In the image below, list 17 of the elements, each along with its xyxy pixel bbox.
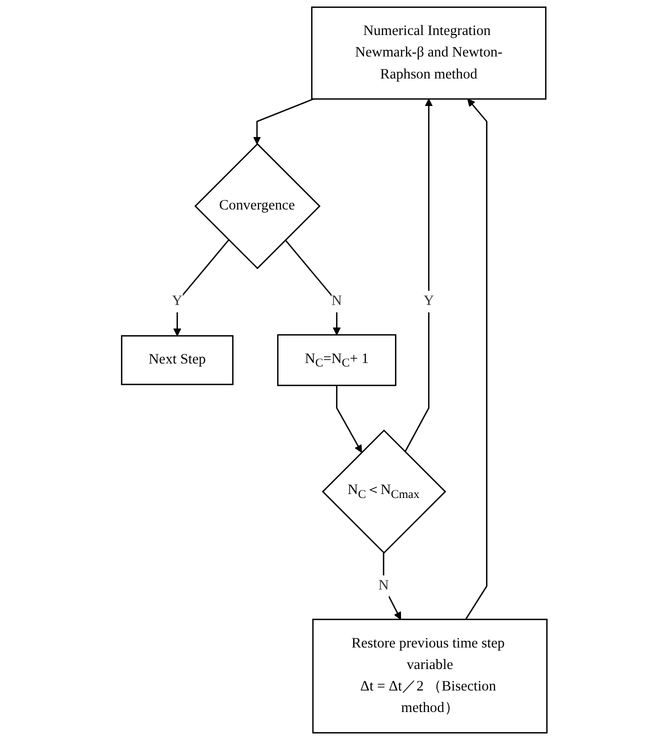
arrow	[382, 552, 401, 620]
arrow	[404, 98, 432, 452]
node-box: Numerical Integration Newmark-β and Newton-Raphson method	[310, 6, 546, 100]
node-box: N$_{C}$=N$_{C}$+ 1	[276, 334, 396, 386]
edge-label: N	[378, 578, 388, 594]
edge-label: Y	[423, 293, 434, 309]
node-diamond: N$_{C}$＜N$_{Cmax}$	[322, 429, 446, 554]
arrow	[464, 98, 488, 620]
arrow	[336, 385, 362, 453]
arrow	[284, 240, 340, 336]
node-box: Restore previous time step variable Δt = Δt／2 （Bisection method）	[312, 618, 548, 734]
edge-label: Y	[172, 293, 182, 309]
arrow	[173, 240, 229, 336]
node-diamond: Convergence	[194, 143, 320, 270]
arrow	[252, 98, 314, 144]
node-box: Next Step	[120, 335, 234, 386]
edge-label: N	[331, 293, 342, 309]
